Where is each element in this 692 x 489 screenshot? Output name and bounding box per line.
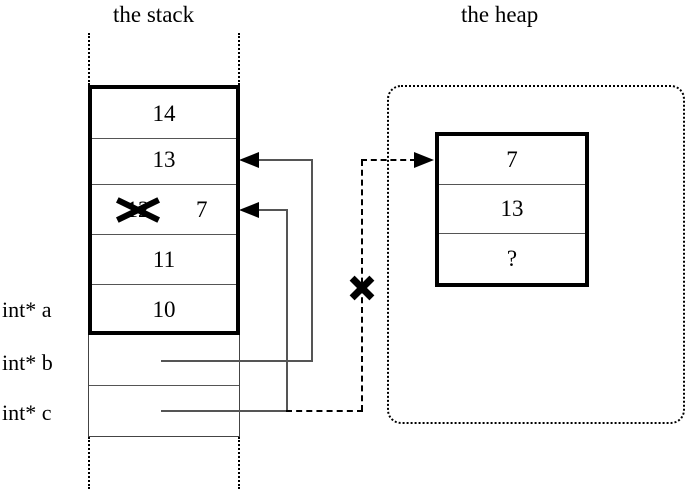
stack-cell-2: 12 7 [92, 185, 236, 235]
heap-cell-2-value: ? [506, 245, 518, 271]
heap-cell-0-value: 7 [506, 147, 518, 172]
stack-cell-1-value: 13 [152, 146, 176, 172]
stack-cell-3-value: 11 [152, 246, 176, 272]
wire-b-vertical [311, 160, 313, 361]
heap-cell-1-value: 13 [500, 196, 524, 221]
stack-cell-2-new-value: 7 [196, 196, 208, 222]
stack-dead-cell-0 [89, 335, 239, 386]
stack-frame-popped [88, 335, 240, 437]
wire-c-horizontal-top [258, 209, 288, 211]
arrowhead-b-to-stack [239, 152, 259, 168]
stack-cell-0-value: 14 [152, 100, 176, 126]
stack-cell-0: 14 [92, 89, 236, 139]
wire-c-horizontal-bottom [161, 410, 288, 412]
heap-cell-1: 13 [439, 185, 585, 234]
heap-cell-0: 7 [439, 136, 585, 185]
stack-cell-4-value: 10 [152, 297, 176, 322]
stack-guide-right-top [238, 33, 240, 85]
stack-guide-left-bottom [88, 437, 90, 489]
heap-region-boundary [387, 85, 685, 424]
stack-guide-left-top [88, 33, 90, 85]
stack-cell-4: 10 [92, 285, 236, 335]
wire-c-vertical [286, 210, 288, 411]
variable-label-a: int* a [2, 297, 52, 322]
variable-label-c: int* c [2, 400, 52, 425]
heap-title: the heap [461, 2, 539, 27]
dangling-pointer-horizontal-bottom [286, 410, 363, 412]
stack-frame-active: 14 13 12 7 11 10 [88, 85, 240, 335]
stack-guide-right-bottom [238, 437, 240, 489]
arrowhead-dangling-to-heap [414, 152, 434, 168]
stack-cell-1: 13 [92, 135, 236, 185]
wire-b-horizontal-bottom [161, 360, 313, 362]
wire-b-horizontal-top [258, 159, 313, 161]
stack-cell-2-old-value: 12 [126, 196, 150, 222]
heap-block: 7 13 ? [435, 132, 589, 287]
variable-label-b: int* b [2, 350, 53, 375]
heap-cell-2: ? [439, 234, 585, 283]
stack-title: the stack [113, 2, 195, 27]
stack-cell-2-old-value-struck: 12 [127, 197, 150, 223]
dangling-pointer-x-icon [348, 274, 376, 302]
arrowhead-c-to-stack [239, 202, 259, 218]
stack-cell-3: 11 [92, 235, 236, 285]
